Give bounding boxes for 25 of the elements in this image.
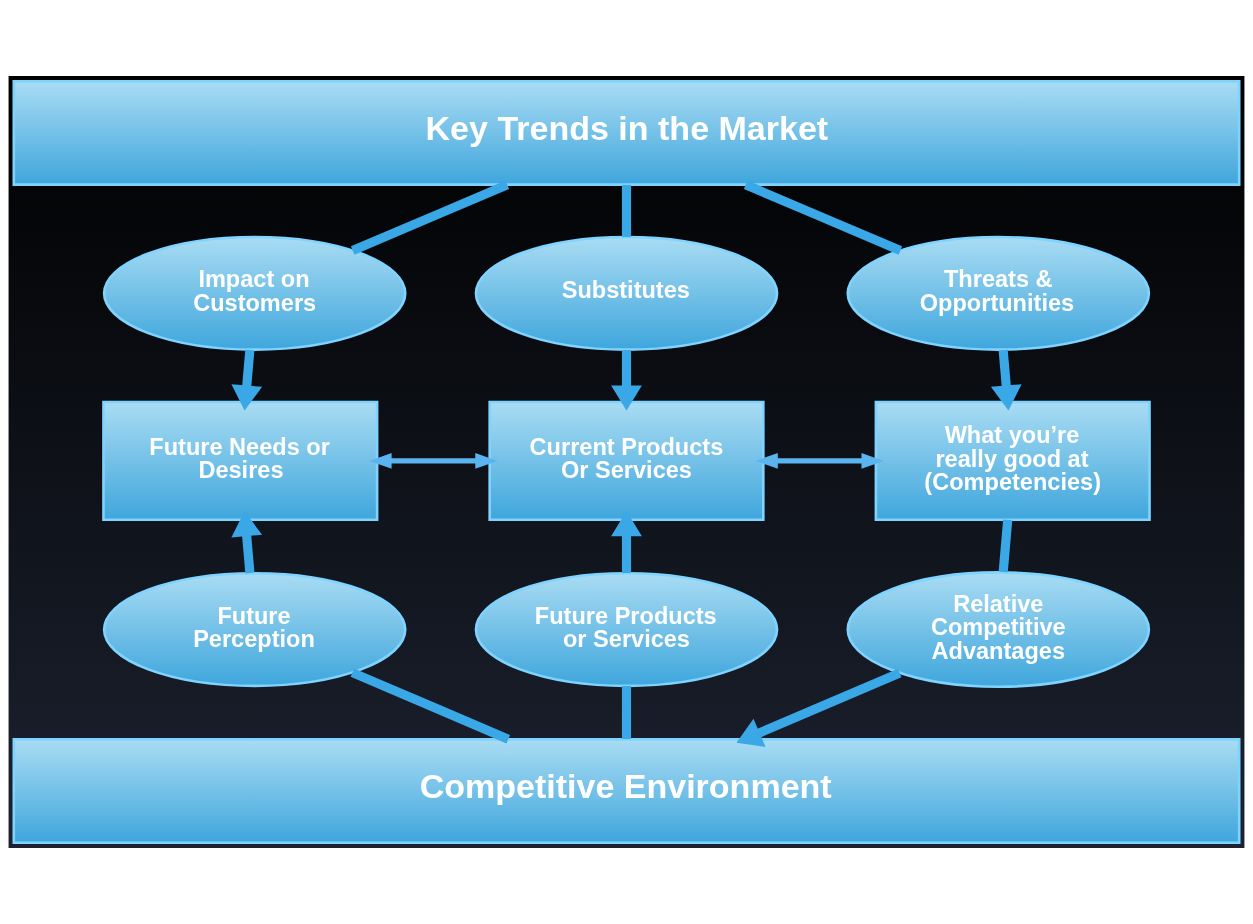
node-box: Current Products Or Services: [488, 400, 765, 522]
arrow: [369, 453, 498, 469]
arrow: [755, 453, 884, 469]
connector: [350, 180, 510, 255]
arrow: [231, 511, 263, 574]
node-box: What you’re really good at (Competencies): [874, 400, 1151, 522]
node-ellipse: Threats & Opportunities: [846, 235, 1151, 351]
node-ellipse: Future Products or Services: [474, 571, 779, 688]
arrow: [231, 349, 263, 411]
node-box: Future Needs or Desires: [102, 400, 379, 522]
node-ellipse: Impact on Customers: [102, 235, 407, 351]
node-box: Key Trends in the Market: [12, 79, 1241, 186]
node-ellipse: Future Perception: [102, 571, 407, 688]
node-ellipse: Relative Competitive Advantages: [846, 571, 1151, 689]
connector: [743, 180, 903, 255]
connector: [621, 185, 632, 237]
connector: [350, 668, 511, 744]
arrow: [611, 350, 642, 411]
arrow: [736, 668, 902, 748]
arrow: [990, 349, 1022, 411]
node-ellipse: Substitutes: [474, 235, 779, 351]
connector: [998, 519, 1013, 573]
node-box: Competitive Environment: [12, 738, 1241, 845]
connector: [621, 686, 632, 739]
arrow: [611, 511, 642, 573]
